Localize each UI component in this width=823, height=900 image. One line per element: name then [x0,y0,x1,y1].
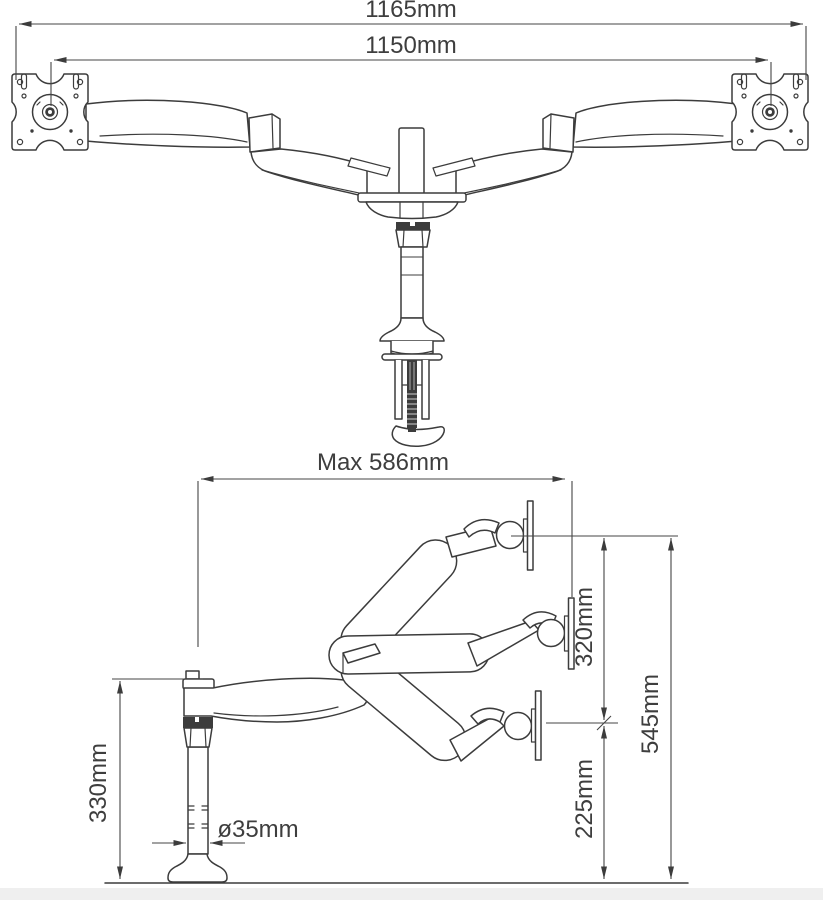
pole-base-foot [167,853,228,883]
ball-joint-raised [495,520,525,550]
ball-joint-housing [31,93,69,131]
pole-collar-ring [183,717,213,728]
side-view: Max 586mm 330mm 320mm 225mm 545mm ø35mm [0,449,823,900]
monitor-arm-right [432,99,738,198]
dimension-pole-height: 330mm [85,678,203,879]
vesa-plate-left [11,73,89,151]
wrist-link-left [347,157,391,177]
clamp-foot [391,425,445,447]
dim-label-height-adjustment: 320mm [571,587,598,667]
dimension-max-reach: Max 586mm [197,449,573,647]
center-pole-top [398,127,425,195]
bell-flare [379,317,445,342]
dim-label-overall-width: 1165mm [365,0,457,23]
monitor-arm-left [85,99,391,198]
clamp-flange [381,353,443,361]
hub-top-plate [357,192,467,203]
vesa-mount-horizontal [567,597,575,670]
clamp-rails [394,359,430,420]
ball-joint-lowered [503,711,533,741]
desk-shadow [0,888,823,900]
dim-label-max-height: 545mm [637,674,664,754]
dim-label-min-height: 225mm [571,759,598,839]
dim-label-pole-diameter: ø35mm [217,816,298,843]
desk-clamp-assembly [379,222,445,447]
dim-label-vesa-center-distance: 1150mm [365,32,457,59]
dim-label-pole-height: 330mm [85,743,112,823]
dimension-overall-width: 1165mm [15,0,807,80]
vesa-plate-right [731,73,809,151]
front-view: 1165mm 1150mm [11,0,809,447]
dimension-max-height: 545mm [637,538,674,879]
dimension-vesa-center-distance: 1150mm [50,32,772,106]
hub-body [365,201,459,220]
side-pole-shaft [187,746,209,855]
elbow-bracket [342,643,381,664]
side-pole-assembly [167,670,228,883]
vesa-mount-lowered [534,690,542,761]
gas-spring-arm-horizontal [328,597,575,675]
gas-spring-arm-lowered [340,648,542,762]
dim-label-max-reach: Max 586mm [317,449,449,476]
dimension-pole-diameter: ø35mm [152,816,299,846]
elbow-joint-left [248,113,281,153]
dimension-min-height: 225mm [571,726,607,879]
dimension-height-adjustment: 320mm [511,535,678,731]
clamp-shaft [400,246,424,319]
ball-joint-horizontal [536,618,566,648]
